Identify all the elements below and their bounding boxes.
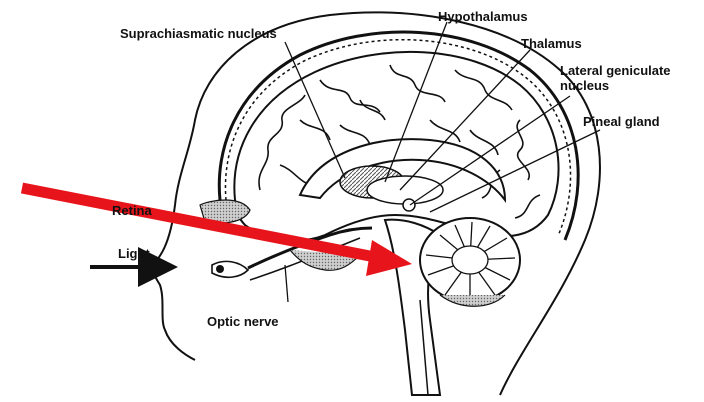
label-suprachiasmatic-nucleus: Suprachiasmatic nucleus: [120, 26, 277, 41]
label-optic-nerve: Optic nerve: [207, 314, 279, 329]
label-thalamus: Thalamus: [521, 36, 582, 51]
pineal-region: [403, 199, 415, 211]
label-lateral-geniculate-nucleus: Lateral geniculate nucleus: [560, 63, 690, 93]
label-light: Light: [118, 246, 150, 261]
label-hypothalamus: Hypothalamus: [438, 9, 528, 24]
label-pineal-gland: Pineal gland: [583, 114, 660, 129]
label-retina: Retina: [112, 203, 152, 218]
